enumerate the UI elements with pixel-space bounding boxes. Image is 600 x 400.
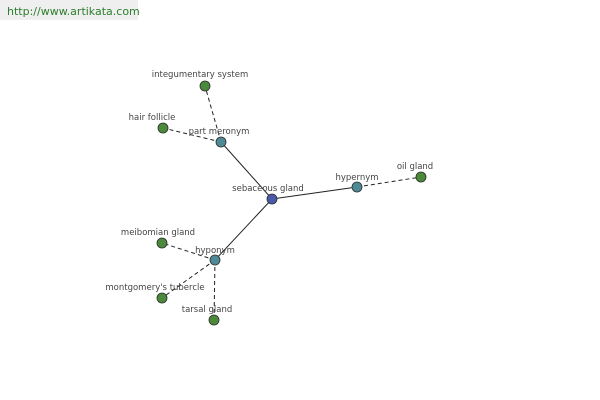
node-hypernym[interactable]	[351, 181, 363, 193]
node-part-meronym[interactable]	[215, 136, 227, 148]
node-label-hair-follicle: hair follicle	[129, 113, 176, 123]
edge-hypernym-oil_gland	[356, 176, 422, 188]
node-meibomian[interactable]	[156, 237, 168, 249]
node-hair-follicle[interactable]	[157, 122, 169, 134]
node-label-part-meronym: part meronym	[189, 127, 250, 137]
edge-sebaceous-part_meronym	[220, 141, 273, 200]
edge-hyponym-tarsal	[213, 259, 216, 321]
node-montgomery[interactable]	[156, 292, 168, 304]
header-bar: http://www.artikata.com	[0, 0, 140, 20]
node-tarsal[interactable]	[208, 314, 220, 326]
edge-hyponym-meibomian	[161, 242, 216, 261]
edge-hyponym-montgomery	[161, 259, 216, 299]
node-label-oil-gland: oil gland	[397, 162, 433, 172]
node-label-tarsal: tarsal gland	[182, 305, 233, 315]
node-label-meibomian: meibomian gland	[121, 228, 195, 238]
site-link[interactable]: http://www.artikata.com	[7, 5, 140, 18]
edge-sebaceous-hyponym	[214, 198, 273, 261]
node-label-hyponym: hyponym	[195, 246, 235, 256]
edge-sebaceous-hypernym	[271, 186, 358, 200]
edge-part_meronym-integumentary	[204, 85, 222, 143]
node-hyponym[interactable]	[209, 254, 221, 266]
node-oil-gland[interactable]	[415, 171, 427, 183]
node-label-hypernym: hypernym	[335, 173, 378, 183]
node-sebaceous[interactable]	[266, 193, 278, 205]
node-integumentary[interactable]	[199, 80, 211, 92]
node-label-montgomery: montgomery's tubercle	[105, 283, 204, 293]
node-label-integumentary: integumentary system	[152, 70, 249, 80]
node-label-sebaceous: sebaceous gland	[232, 184, 304, 194]
edge-part_meronym-hair_follicle	[162, 127, 222, 143]
